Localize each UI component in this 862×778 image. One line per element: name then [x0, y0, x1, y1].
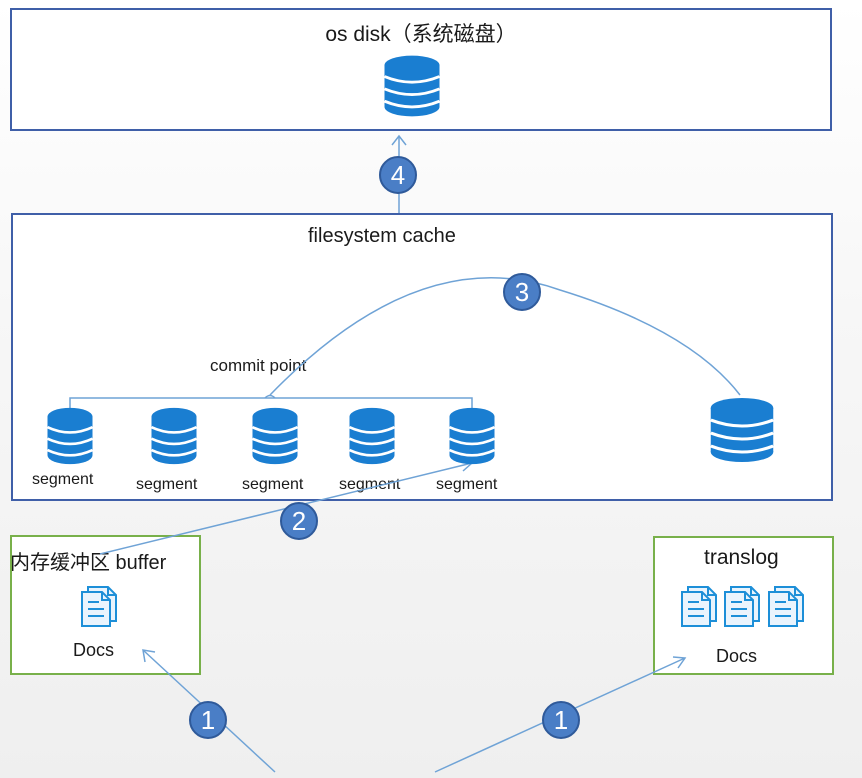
filesystem-cache-box [11, 213, 833, 501]
arrowhead [672, 656, 687, 669]
segment-label: segment [136, 476, 198, 493]
translog-docs-icon [769, 587, 803, 626]
step-1-marker: 1 [542, 701, 580, 739]
svg-text:1: 1 [201, 705, 215, 735]
segment-label: segment [242, 476, 304, 493]
step-1-marker: 1 [189, 701, 227, 739]
commit-point-bracket-tip [264, 394, 276, 399]
os-disk-title: os disk（系统磁盘） [325, 23, 517, 46]
commit-point-label: commit point [210, 356, 307, 375]
merged-segment-database-icon [708, 396, 776, 464]
segment-database-icon [46, 406, 94, 466]
translog-docs-icon [725, 587, 759, 626]
translog-docs-label: Docs [716, 646, 758, 666]
buffer-docs-label: Docs [73, 640, 115, 660]
commit-point-bracket [69, 397, 473, 410]
merge-arc [269, 277, 741, 396]
buffer-docs-icon [82, 587, 116, 626]
os-disk-database-icon [382, 53, 442, 119]
step-2-marker: 2 [280, 502, 318, 540]
translog-docs-icon [682, 587, 716, 626]
svg-text:1: 1 [554, 705, 568, 735]
segment-database-icon [448, 406, 496, 466]
segment-label: segment [32, 471, 94, 488]
svg-text:2: 2 [292, 506, 306, 536]
segment-label: segment [436, 476, 498, 493]
segment-database-icon [150, 406, 198, 466]
step-4-marker: 4 [379, 156, 417, 194]
translog-title: translog [704, 546, 779, 569]
step-3-marker: 3 [503, 273, 541, 311]
segment-label: segment [339, 476, 401, 493]
svg-text:4: 4 [391, 160, 405, 190]
segment-database-icon [251, 406, 299, 466]
buffer-title: 内存缓冲区 buffer [10, 552, 167, 574]
segment-database-icon [348, 406, 396, 466]
svg-text:3: 3 [515, 277, 529, 307]
filesystem-cache-title: filesystem cache [308, 225, 456, 247]
arrowhead [142, 649, 156, 663]
arrowhead [391, 134, 407, 146]
